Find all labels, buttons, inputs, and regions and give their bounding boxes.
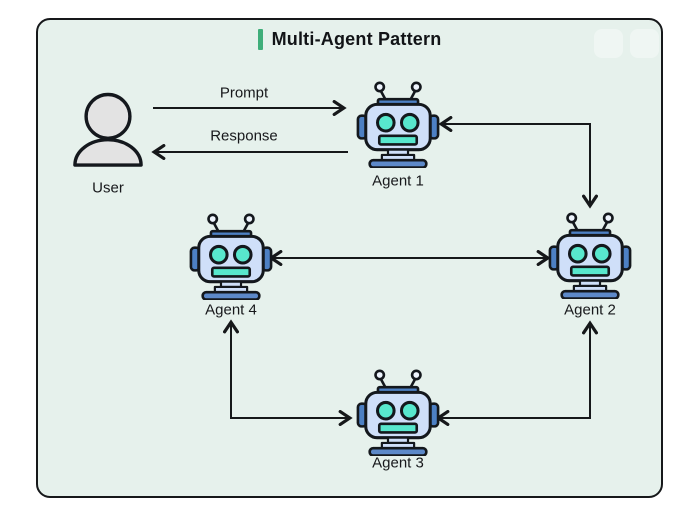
agent-2-label: Agent 2 [564,301,616,319]
title-accent-bar [257,28,263,50]
agent-node-4 [189,212,273,300]
robot-icon [189,212,273,300]
robot-icon [356,80,440,168]
user-label: User [92,179,124,197]
agent-node-1 [356,80,440,168]
agent-4-label: Agent 4 [205,301,257,319]
title-text: Multi-Agent Pattern [271,28,442,49]
person-icon [73,92,143,167]
agent-node-2 [548,211,632,299]
agent-node-3 [356,368,440,456]
agent-1-label: Agent 1 [372,172,424,190]
watermark-button [594,29,623,58]
robot-icon [548,211,632,299]
user-node [72,92,144,173]
prompt-label: Prompt [219,84,269,102]
watermark-button [630,29,659,58]
response-label: Response [210,127,278,145]
agent-3-label: Agent 3 [372,454,424,472]
robot-icon [356,368,440,456]
diagram-title: Multi-Agent Pattern [36,26,663,52]
